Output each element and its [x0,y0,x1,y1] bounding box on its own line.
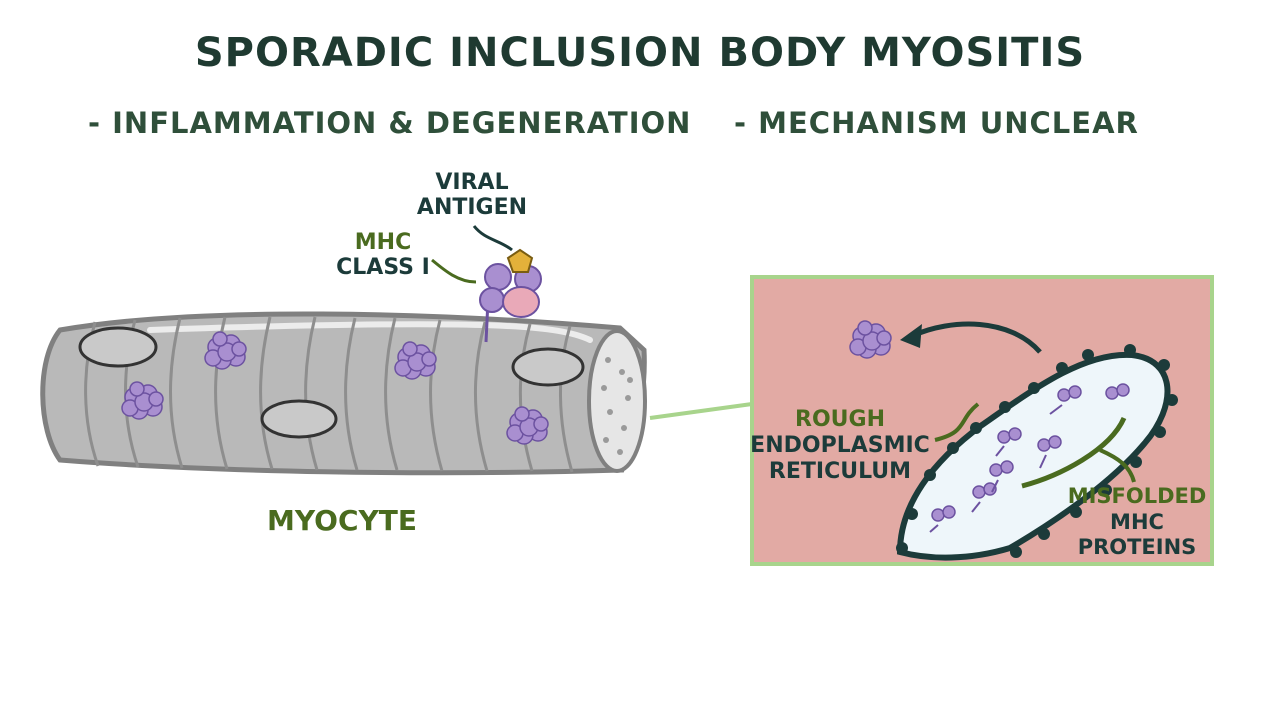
viral-antigen-icon [506,248,534,273]
rer-pointer [934,402,980,442]
rough-er-icon [896,344,1178,561]
bullet-inflammation: - INFLAMMATION & DEGENERATION [88,106,692,140]
label-viral: VIRAL [435,170,508,195]
label-mhc: MHC [355,230,411,255]
antigen-pointer [472,225,513,252]
misfolded-pointer [1021,416,1127,489]
bullet-mechanism: - MECHANISM UNCLEAR [734,106,1139,140]
label-misfolded: MISFOLDED [1068,484,1207,508]
label-mhc-proteins-1: MHC [1110,510,1164,534]
label-endoplasmic: ENDOPLASMIC [750,433,930,458]
label-antigen: ANTIGEN [417,195,527,220]
label-proteins: PROTEINS [1078,535,1197,559]
label-myocyte: MYOCYTE [267,504,417,537]
label-reticulum: RETICULUM [769,459,911,484]
myocyte-fiber-icon [40,311,647,476]
inset-connector [649,402,753,420]
mhc-pointer [431,258,477,284]
curved-arrow-icon [910,321,1042,354]
arrow-head-icon [900,324,922,348]
page-title: SPORADIC INCLUSION BODY MYOSITIS [194,30,1086,76]
label-rough: ROUGH [795,407,885,432]
misfolded-label-pointer [1099,448,1136,483]
label-class-i: CLASS I [336,255,430,280]
